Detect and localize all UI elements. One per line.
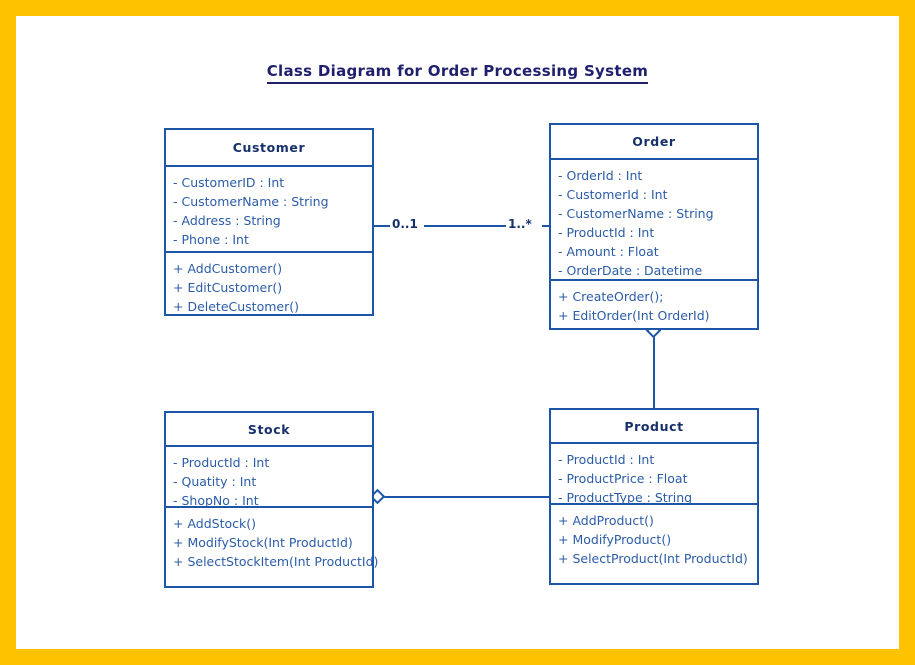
attribute-row: - CustomerName : String — [558, 206, 714, 221]
diagram-sheet: Class Diagram for Order Processing Syste… — [16, 16, 899, 649]
class-methods-stock: + AddStock() + ModifyStock(Int ProductId… — [166, 508, 379, 577]
method-row: + ModifyStock(Int ProductId) — [173, 535, 353, 550]
aggregation-order-product — [653, 330, 655, 408]
method-row: + ModifyProduct() — [558, 532, 672, 547]
attribute-row: - Phone : Int — [173, 232, 249, 247]
method-row: + DeleteCustomer() — [173, 299, 299, 314]
attribute-row: - OrderDate : Datetime — [558, 263, 703, 278]
class-name-order: Order — [632, 134, 676, 149]
attribute-row: - CustomerId : Int — [558, 187, 668, 202]
class-name-stock: Stock — [247, 421, 291, 437]
class-attributes-customer: - CustomerID : Int - CustomerName : Stri… — [166, 167, 372, 253]
association-customer-order — [374, 225, 549, 227]
method-row: + AddCustomer() — [173, 261, 283, 276]
class-box-product[interactable]: Product - ProductId : Int - ProductPrice… — [549, 408, 759, 585]
attribute-row: - Quatity : Int — [173, 474, 257, 489]
attribute-row: - Amount : Float — [558, 244, 659, 259]
method-row: + CreateOrder(); — [558, 289, 664, 304]
attribute-row: - Address : String — [173, 213, 281, 228]
class-attributes-product: - ProductId : Int - ProductPrice : Float… — [551, 444, 757, 505]
method-row: + EditOrder(Int OrderId) — [558, 308, 710, 323]
class-header-order: Order — [551, 125, 757, 160]
multiplicity-gap-left — [390, 216, 424, 234]
page-title: Class Diagram for Order Processing Syste… — [16, 62, 899, 84]
attribute-row: - ProductType : String — [558, 490, 693, 505]
multiplicity-order-side: 1..* — [508, 217, 532, 231]
attribute-row: - ProductId : Int — [558, 225, 655, 240]
class-methods-customer: + AddCustomer() + EditCustomer() + Delet… — [166, 253, 372, 322]
attribute-row: - ProductId : Int — [173, 455, 270, 470]
page-title-text: Class Diagram for Order Processing Syste… — [266, 62, 649, 84]
multiplicity-customer-side: 0..1 — [392, 217, 418, 231]
attribute-row: - OrderId : Int — [558, 168, 643, 183]
class-name-product: Product — [624, 418, 684, 434]
class-box-stock[interactable]: Stock - ProductId : Int - Quatity : Int … — [164, 411, 379, 588]
class-name-customer: Customer — [232, 140, 306, 155]
attribute-row: - ShopNo : Int — [173, 493, 259, 508]
class-attributes-order: - OrderId : Int - CustomerId : Int - Cus… — [551, 160, 757, 281]
attribute-row: - ProductPrice : Float — [558, 471, 688, 486]
class-box-customer[interactable]: Customer - CustomerID : Int - CustomerNa… — [164, 128, 374, 316]
class-header-stock: Stock — [166, 413, 372, 447]
class-methods-product: + AddProduct() + ModifyProduct() + Selec… — [551, 505, 757, 574]
multiplicity-gap-right — [506, 216, 542, 234]
method-row: + SelectStockItem(Int ProductId) — [173, 554, 379, 569]
attribute-row: - CustomerID : Int — [173, 175, 285, 190]
method-row: + EditCustomer() — [173, 280, 283, 295]
method-row: + AddProduct() — [558, 513, 654, 528]
attribute-row: - ProductId : Int — [558, 452, 655, 467]
class-header-product: Product — [551, 410, 757, 444]
method-row: + AddStock() — [173, 516, 256, 531]
class-attributes-stock: - ProductId : Int - Quatity : Int - Shop… — [166, 447, 372, 508]
class-box-order[interactable]: Order - OrderId : Int - CustomerId : Int… — [549, 123, 759, 330]
aggregation-stock-product — [382, 496, 549, 498]
class-header-customer: Customer — [166, 130, 372, 167]
class-methods-order: + CreateOrder(); + EditOrder(Int OrderId… — [551, 281, 757, 331]
attribute-row: - CustomerName : String — [173, 194, 329, 209]
method-row: + SelectProduct(Int ProductId) — [558, 551, 748, 566]
